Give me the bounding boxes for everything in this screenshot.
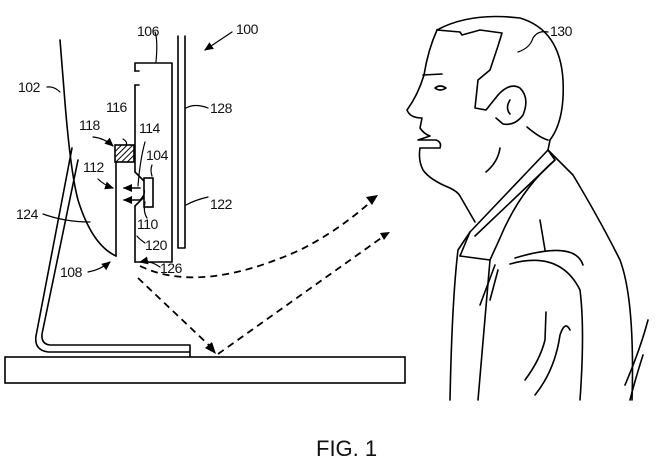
ref-label-122: 122 <box>210 196 233 212</box>
ref-label-100: 100 <box>236 21 259 37</box>
ref-label-106: 106 <box>137 23 160 39</box>
display-panel <box>177 35 186 249</box>
ref-label-120: 120 <box>145 237 168 253</box>
light-arrows <box>123 184 146 204</box>
ref-label-104: 104 <box>146 147 169 163</box>
leader-lines <box>42 31 549 273</box>
monitor-stand <box>34 147 191 357</box>
ref-label-130: 130 <box>550 23 573 39</box>
ref-label-102: 102 <box>18 79 41 95</box>
ref-label-114: 114 <box>139 120 161 136</box>
ref-label-124: 124 <box>16 206 39 222</box>
ref-label-112: 112 <box>83 159 105 175</box>
ref-label-108: 108 <box>60 264 83 280</box>
ref-label-110: 110 <box>137 216 159 232</box>
ref-label-126: 126 <box>160 260 183 276</box>
light-paths <box>137 195 390 355</box>
figure-caption: FIG. 1 <box>316 436 377 461</box>
ref-label-128: 128 <box>210 100 233 116</box>
desk-surface <box>4 356 406 384</box>
person-illustration <box>406 15 649 401</box>
light-source-block <box>114 144 135 163</box>
ref-label-116: 116 <box>106 99 128 115</box>
ref-label-118: 118 <box>79 117 101 133</box>
display-housing <box>59 39 117 257</box>
